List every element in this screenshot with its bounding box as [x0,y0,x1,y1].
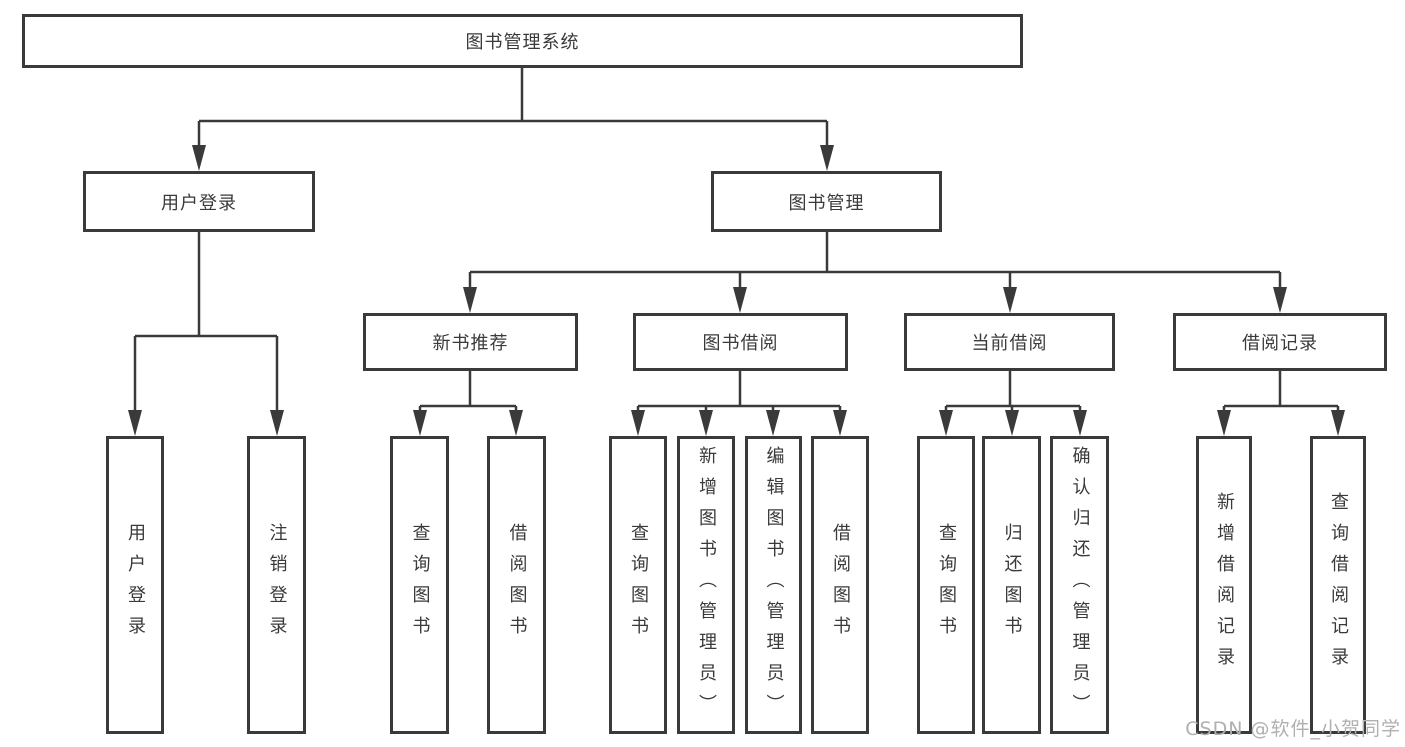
node-book-borrowing: 图书借阅 [633,313,848,371]
node-query-books-1: 查询图书 [390,436,449,734]
node-label: 用户登录 [125,523,146,647]
node-label: 查询图书 [936,523,957,647]
node-label: 查询图书 [409,523,431,647]
node-label: 借阅图书 [830,523,851,647]
node-query-borrow-record: 查询借阅记录 [1310,436,1366,734]
node-label: 新增借阅记录 [1214,492,1235,678]
node-add-book-admin: 新增图书（管理员） [677,436,735,734]
node-label: 查询图书 [628,523,649,647]
node-new-book-recommend: 新书推荐 [363,313,578,371]
node-label: 确认归还（管理员） [1069,445,1091,725]
node-label: 归还图书 [1001,523,1023,647]
node-label: 注销登录 [266,523,288,647]
node-query-books-2: 查询图书 [609,436,667,734]
node-borrow-records: 借阅记录 [1173,313,1387,371]
node-current-borrowing: 当前借阅 [904,313,1115,371]
node-query-books-3: 查询图书 [917,436,975,734]
node-borrow-books-2: 借阅图书 [811,436,869,734]
node-edit-book-admin: 编辑图书（管理员） [745,436,802,734]
node-user-login-branch: 用户登录 [83,171,315,232]
node-label: 借阅图书 [506,523,528,647]
node-root: 图书管理系统 [22,14,1023,68]
node-label: 新增图书（管理员） [696,445,717,725]
node-confirm-return-admin: 确认归还（管理员） [1050,436,1109,734]
node-user-login-leaf: 用户登录 [106,436,164,734]
node-add-borrow-record: 新增借阅记录 [1196,436,1252,734]
node-borrow-books-1: 借阅图书 [487,436,546,734]
csdn-watermark: CSDN @软件_小贺同学 [1185,718,1401,740]
node-return-book: 归还图书 [982,436,1041,734]
node-label: 编辑图书（管理员） [763,445,785,725]
node-label: 查询借阅记录 [1328,492,1349,678]
node-logout: 注销登录 [247,436,306,734]
node-book-management: 图书管理 [711,171,942,232]
